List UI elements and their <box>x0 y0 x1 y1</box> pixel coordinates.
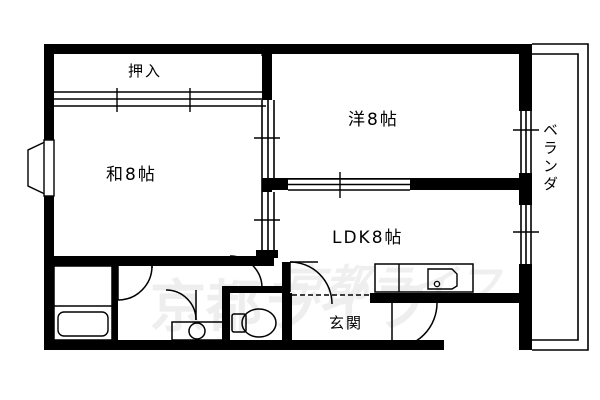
interior-wall-bath-right <box>112 266 118 340</box>
toilet <box>231 308 277 338</box>
closet-sliding-doors[interactable] <box>54 88 266 112</box>
room-label-veranda: ベランダ <box>541 122 559 194</box>
interior-wall-washitsu-bottom <box>44 256 274 266</box>
exterior-wall-left-service <box>44 266 54 350</box>
watermark-kyoto-life-secondary: 京都ライフ <box>275 261 512 312</box>
interior-wall-toilet-genkan <box>282 262 290 302</box>
exterior-wall-right-lower <box>519 264 532 350</box>
exterior-wall-bottom <box>44 340 444 350</box>
interior-wall-toilet-top <box>222 286 290 293</box>
bay-window <box>27 139 55 197</box>
exterior-wall-left-upper <box>44 44 54 140</box>
corridor-door[interactable] <box>165 289 197 321</box>
interior-wall-genkan-left <box>282 293 292 350</box>
exterior-wall-right-mid <box>519 173 532 205</box>
washbasin <box>171 321 225 341</box>
room-label-genkan: 玄関 <box>329 314 364 332</box>
kitchen-sink <box>374 263 474 293</box>
bathtub <box>53 265 113 341</box>
exterior-wall-top <box>44 44 532 54</box>
center-wall-bottom-stub <box>256 250 278 258</box>
ldk-door[interactable] <box>289 261 333 305</box>
interior-wall-toilet-left <box>222 290 230 350</box>
bathroom-door[interactable] <box>117 265 153 301</box>
room-label-western-room: 洋8帖 <box>348 110 399 130</box>
room-label-closet: 押入 <box>128 62 163 80</box>
exterior-wall-left-lower <box>44 196 54 266</box>
center-wall-top-stub <box>262 44 272 100</box>
room-label-ldk: LDK8帖 <box>332 228 404 248</box>
exterior-wall-right-upper <box>519 44 532 111</box>
interior-wall-western-ldk <box>262 178 519 190</box>
room-label-japanese-room: 和8帖 <box>106 165 157 185</box>
interior-wall-genkan-right <box>370 293 532 303</box>
veranda-outline <box>532 43 589 351</box>
